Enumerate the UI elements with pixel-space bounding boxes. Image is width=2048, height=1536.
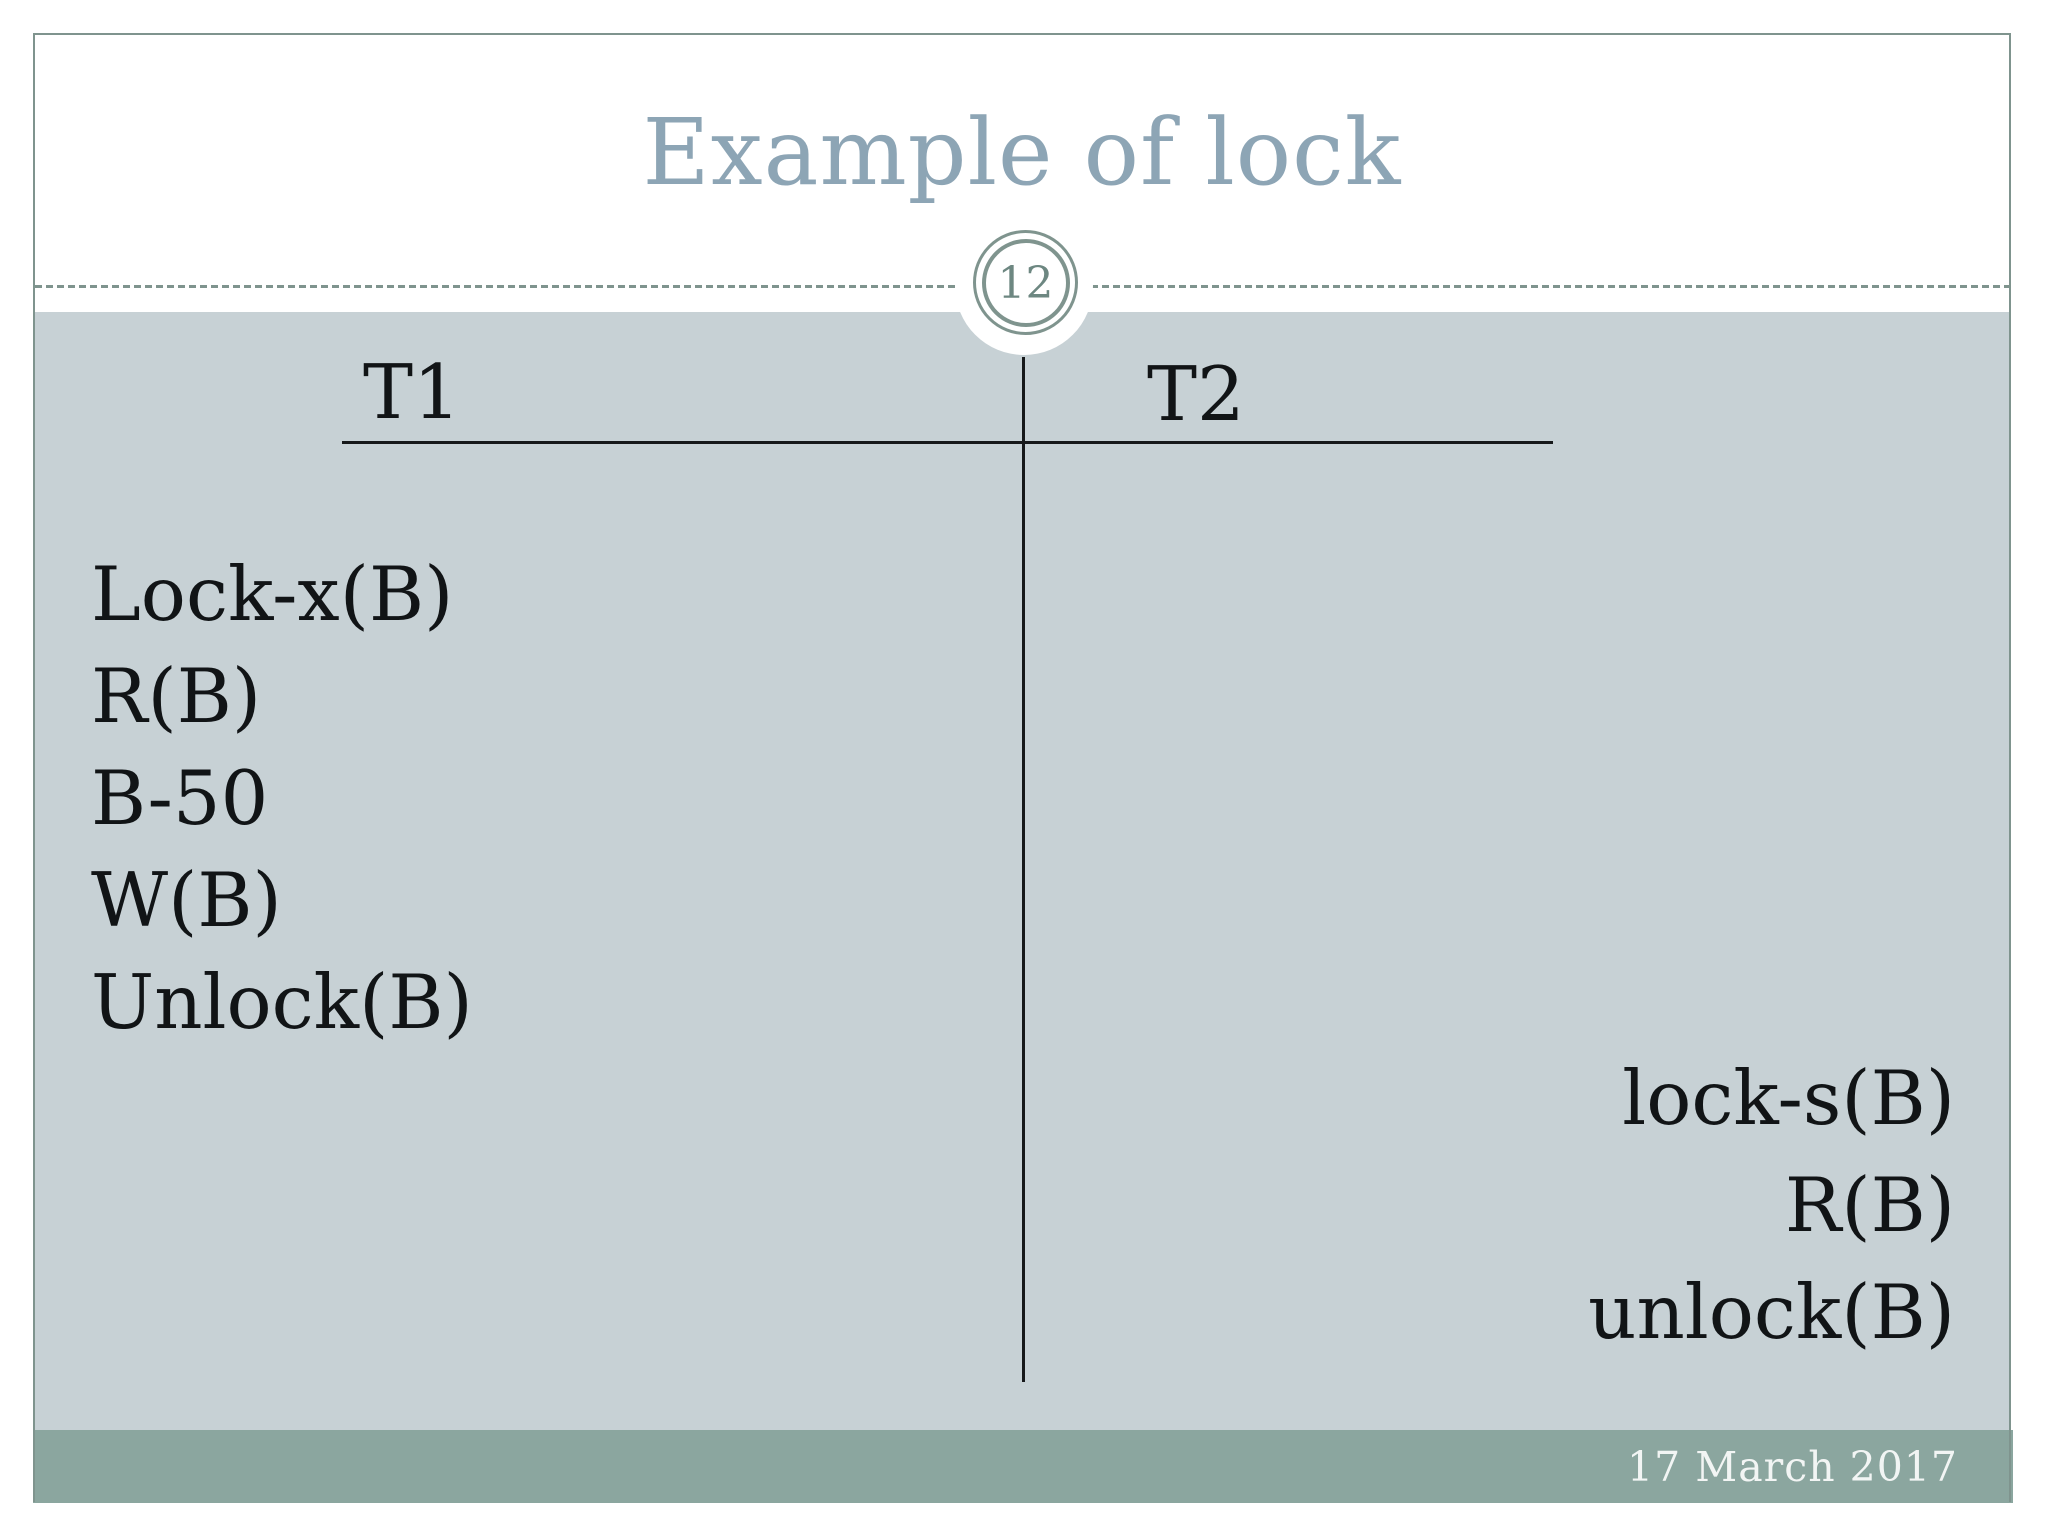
slide-number-badge: 12	[973, 230, 1078, 335]
column-header-t2: T2	[1147, 350, 1245, 438]
slide-number-inner-ring: 12	[981, 238, 1070, 327]
t1-operation-line: Lock-x(B)	[91, 550, 454, 638]
t1-operation-line: R(B)	[91, 652, 262, 740]
footer-date: 17 March 2017	[1627, 1442, 1958, 1491]
t1-operation-line: Unlock(B)	[91, 958, 473, 1046]
column-header-t1: T1	[363, 348, 461, 436]
t1-operation-line: B-50	[91, 754, 269, 842]
table-header-underline	[342, 441, 1553, 444]
slide-title: Example of lock	[642, 99, 1402, 206]
t2-operations-list: lock-s(B) R(B) unlock(B)	[1588, 1045, 1955, 1366]
t2-operation-line: unlock(B)	[1588, 1268, 1955, 1356]
slide-number: 12	[997, 257, 1054, 309]
t1-operations-list: Lock-x(B) R(B) B-50 W(B) Unlock(B)	[91, 543, 473, 1053]
t1-operation-line: W(B)	[91, 856, 282, 944]
footer-bar: 17 March 2017	[33, 1430, 2013, 1503]
table-column-divider-line	[1022, 357, 1025, 1382]
t2-operation-line: R(B)	[1784, 1161, 1955, 1249]
t2-operation-line: lock-s(B)	[1622, 1054, 1955, 1142]
